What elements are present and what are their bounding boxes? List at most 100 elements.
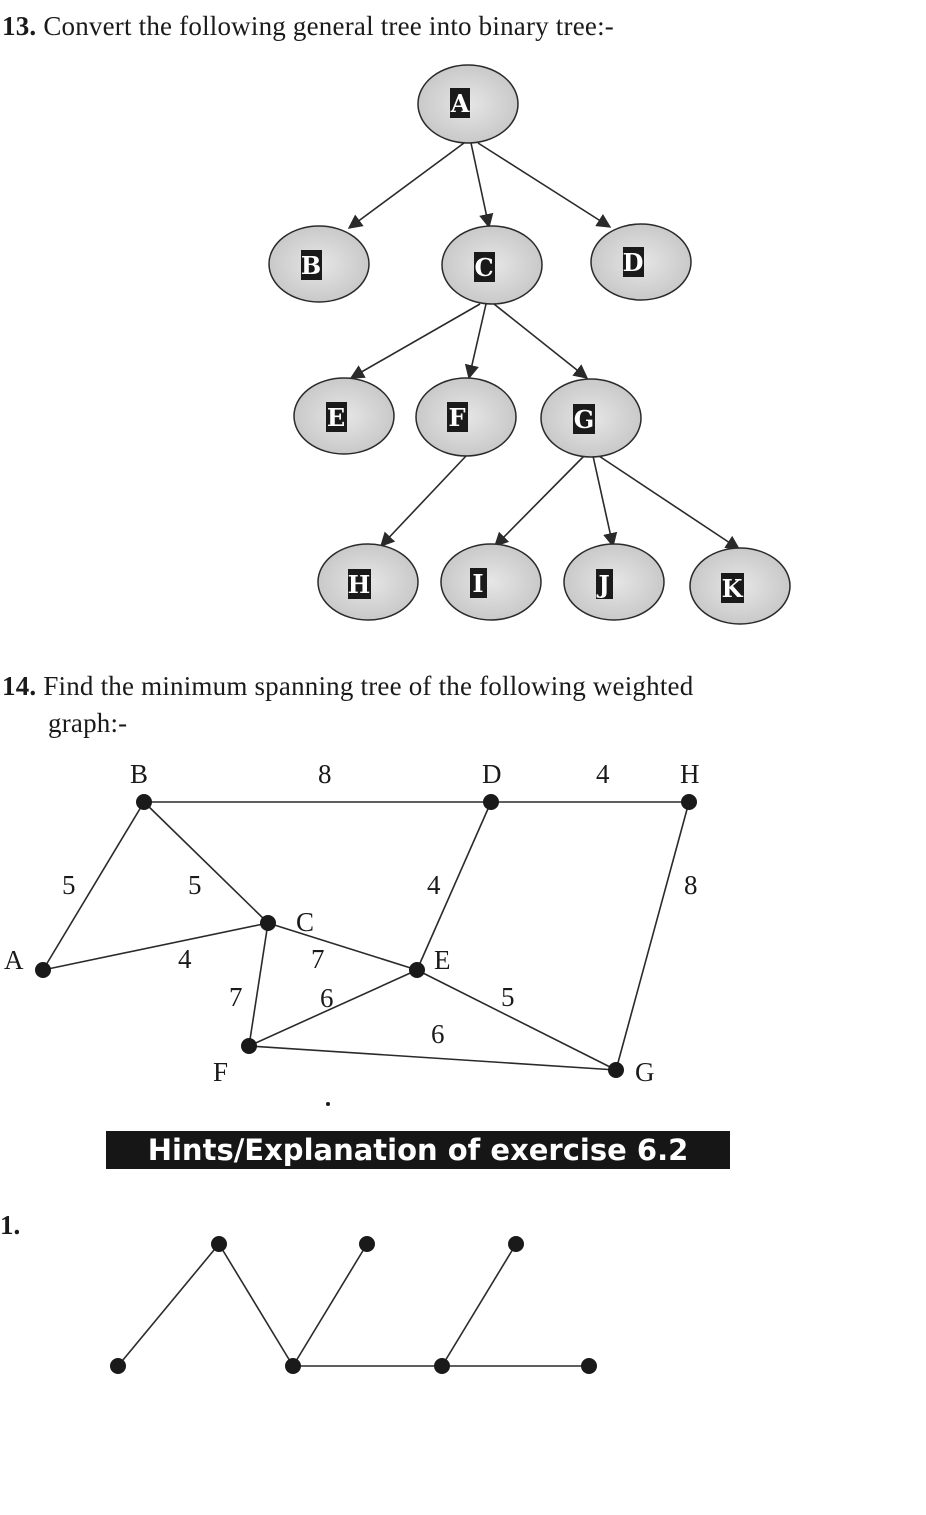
vertex-e: [409, 962, 425, 978]
tree-node-f: F: [415, 377, 517, 457]
question-13: 13. Convert the following general tree i…: [2, 10, 614, 42]
graph-edge-d-e: [416, 801, 492, 971]
weight-e-g: 5: [501, 982, 515, 1012]
tree-edge: [493, 303, 589, 379]
vertex-g: [608, 1062, 624, 1078]
tree-edges: [347, 142, 741, 550]
question-text: Convert the following general tree into …: [43, 11, 614, 41]
vertex-label-f: F: [213, 1057, 228, 1087]
answer-vertex: [285, 1358, 301, 1374]
general-tree: A B C D E F G: [268, 64, 791, 625]
weight-d-h: 4: [596, 759, 610, 789]
node-label: A: [450, 89, 470, 118]
weighted-graph: A B C D E F G H 8 4 5 5 4 8 4 7 7 6 5 6: [4, 759, 700, 1106]
tree-edge: [477, 142, 612, 228]
answer-vertex: [359, 1236, 375, 1252]
weight-f-e: 6: [320, 983, 334, 1013]
tree-node-e: E: [293, 377, 395, 455]
weight-c-e: 7: [311, 944, 325, 974]
vertex-a: [35, 962, 51, 978]
graph-edge-c-f: [248, 922, 269, 1047]
vertex-label-a: A: [4, 945, 24, 975]
answer-edge: [292, 1243, 368, 1367]
tree-node-g: G: [540, 378, 642, 458]
answer-vertex: [211, 1236, 227, 1252]
vertex-labels: A B C D E F G H: [4, 759, 700, 1087]
tree-node-j: J: [563, 543, 665, 621]
question-14: 14. Find the minimum spanning tree of th…: [2, 670, 693, 702]
vertex-label-b: B: [130, 759, 148, 789]
answer-vertex: [581, 1358, 597, 1374]
question-text: Find the minimum spanning tree of the fo…: [43, 671, 694, 701]
tree-edge: [470, 142, 494, 229]
node-label: G: [574, 405, 595, 434]
answer-1-tree: [110, 1236, 597, 1374]
graph-edge-b-c: [143, 801, 269, 924]
tree-node-k: K: [689, 547, 791, 625]
graph-edge-h-g: [615, 801, 690, 1071]
edge-weights: 8 4 5 5 4 8 4 7 7 6 5 6: [62, 759, 698, 1049]
weight-a-c: 4: [178, 944, 192, 974]
node-label: J: [596, 570, 609, 599]
answer-vertex: [508, 1236, 524, 1252]
tree-edge: [598, 455, 741, 550]
vertex-label-d: D: [482, 759, 502, 789]
vertex-h: [681, 794, 697, 810]
weight-f-g: 6: [431, 1019, 445, 1049]
node-label: H: [348, 570, 371, 599]
graph-edges: [42, 801, 690, 1071]
answer-vertex: [434, 1358, 450, 1374]
vertex-f: [241, 1038, 257, 1054]
question-14-continuation: graph:-: [48, 708, 128, 738]
vertex-label-h: H: [680, 759, 700, 789]
vertex-b: [136, 794, 152, 810]
answer-vertex: [110, 1358, 126, 1374]
node-label: I: [472, 569, 483, 598]
node-label: D: [623, 248, 644, 277]
answer-edge: [117, 1243, 220, 1367]
tree-node-c: C: [441, 225, 543, 305]
graph-edge-e-g: [416, 969, 617, 1071]
tree-edge: [349, 303, 481, 379]
weight-d-e: 4: [427, 870, 441, 900]
answer-1-label: 1.: [0, 1210, 21, 1240]
node-label: E: [327, 403, 345, 432]
graph-edge-a-c: [42, 922, 269, 971]
weight-b-d: 8: [318, 759, 332, 789]
tree-node-a: A: [417, 64, 519, 144]
tree-edge: [380, 455, 467, 548]
graph-edge-f-e: [248, 969, 418, 1047]
graph-vertices: [35, 794, 697, 1078]
node-label: K: [722, 574, 744, 603]
tree-node-h: H: [317, 543, 419, 621]
tree-node-i: I: [440, 543, 542, 621]
hints-heading: Hints/Explanation of exercise 6.2: [106, 1131, 730, 1169]
weight-h-g: 8: [684, 870, 698, 900]
weight-c-f: 7: [229, 982, 243, 1012]
weight-b-c: 5: [188, 870, 202, 900]
tree-node-d: D: [590, 223, 692, 301]
tree-edge: [592, 455, 618, 548]
node-label: B: [301, 251, 321, 280]
weight-a-b: 5: [62, 870, 76, 900]
question-number: 13.: [2, 11, 37, 41]
tree-edge: [493, 455, 585, 548]
tree-edge: [347, 142, 465, 229]
answer-edge: [441, 1243, 517, 1367]
tree-node-b: B: [268, 225, 370, 303]
node-label: F: [448, 403, 465, 432]
graph-edge-c-e: [267, 922, 418, 971]
graph-edge-a-b: [42, 801, 145, 971]
question-number: 14.: [2, 671, 37, 701]
vertex-label-g: G: [635, 1057, 655, 1087]
vertex-c: [260, 915, 276, 931]
vertex-label-c: C: [296, 907, 314, 937]
vertex-d: [483, 794, 499, 810]
tree-edge: [464, 303, 487, 380]
answer-edge: [218, 1243, 294, 1367]
stray-dot: [326, 1102, 330, 1106]
node-label: C: [474, 253, 493, 282]
graph-edge-f-g: [248, 1045, 617, 1071]
vertex-label-e: E: [434, 945, 451, 975]
